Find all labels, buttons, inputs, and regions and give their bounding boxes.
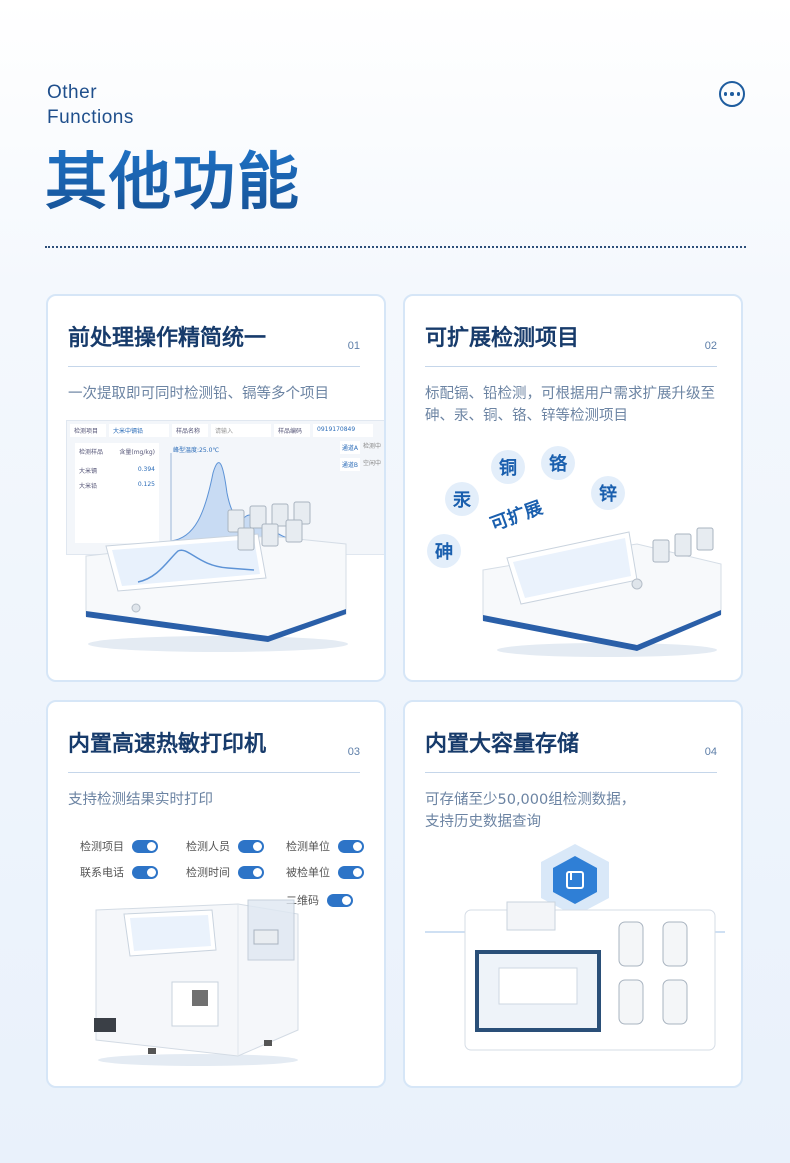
element-bubble-as: 砷 <box>427 534 461 568</box>
toggle-switch[interactable] <box>338 865 364 879</box>
channel-label: 通道A <box>339 441 360 454</box>
print-option-toggle[interactable]: 检测项目 <box>80 838 158 854</box>
element-bubble-hg: 汞 <box>445 482 479 516</box>
card-title: 前处理操作精简统一 <box>68 326 267 351</box>
printer-device <box>94 899 299 1066</box>
element-bubble-zn: 锌 <box>591 476 625 510</box>
col-header: 含量(mg/kg) <box>119 449 155 456</box>
print-option-toggle[interactable]: 检测单位 <box>286 838 364 854</box>
card-title: 可扩展检测项目 <box>425 326 580 351</box>
card-divider <box>68 366 360 367</box>
row-name: 大米铅 <box>79 483 98 490</box>
feature-card-4: 内置大容量存储 04 可存储至少50,000组检测数据， 支持历史数据查询 <box>403 700 743 1088</box>
col-header: 检测样品 <box>79 449 104 456</box>
field-label: 样品编码 <box>274 424 310 437</box>
toggle-label: 检测单位 <box>286 840 330 853</box>
toggle-switch[interactable] <box>132 839 158 853</box>
channel-label: 通道B <box>339 458 360 471</box>
english-subtitle: Other Functions <box>47 80 134 130</box>
feature-card-1: 前处理操作精简统一 01 一次提取即可同时检测铅、镉等多个项目 检测项目 大米中… <box>46 294 386 682</box>
field-label: 检测项目 <box>70 424 106 437</box>
toggle-switch[interactable] <box>238 839 264 853</box>
row-value: 0.394 <box>137 466 155 473</box>
toggle-label: 检测时间 <box>186 866 230 879</box>
field-value: 0919170849 <box>313 424 373 437</box>
field-value: 请输入 <box>211 424 271 437</box>
card-divider <box>68 772 360 773</box>
feature-card-2: 可扩展检测项目 02 标配镉、铅检测，可根据用户需求扩展升级至砷、汞、铜、铬、锌… <box>403 294 743 682</box>
card-number: 04 <box>704 746 717 758</box>
toggle-label: 检测项目 <box>80 840 124 853</box>
row-name: 大米镉 <box>79 468 98 475</box>
channel-status: 空闲中 <box>362 460 381 467</box>
toggle-switch[interactable] <box>338 839 364 853</box>
dotted-divider <box>45 246 746 248</box>
desc-line: 可存储至少50,000组检测数据， <box>425 792 636 808</box>
print-option-toggle[interactable]: 检测时间 <box>186 864 264 880</box>
toggle-switch[interactable] <box>238 865 264 879</box>
chart-label: 峰型温度:25.0℃ <box>173 447 220 454</box>
storage-device-topview <box>425 901 725 1051</box>
toggle-label: 联系电话 <box>80 866 124 879</box>
card-divider <box>425 366 717 367</box>
field-label: 样品名称 <box>172 424 208 437</box>
instrument-device <box>482 527 722 657</box>
card-description: 可存储至少50,000组检测数据， 支持历史数据查询 <box>425 789 721 833</box>
toggle-switch[interactable] <box>132 865 158 879</box>
more-dots-icon[interactable] <box>719 81 745 107</box>
card-title: 内置大容量存储 <box>425 732 580 757</box>
page-title: 其他功能 <box>45 142 301 222</box>
card-description: 标配镉、铅检测，可根据用户需求扩展升级至砷、汞、铜、铬、锌等检测项目 <box>425 386 715 424</box>
channel-status: 检测中 <box>362 443 381 450</box>
field-value: 大米中镉铅 <box>109 424 169 437</box>
english-line-2: Functions <box>47 107 134 128</box>
english-line-1: Other <box>47 82 98 103</box>
card-title: 内置高速热敏打印机 <box>68 732 267 757</box>
toggle-label: 检测人员 <box>186 840 230 853</box>
storage-box-icon <box>541 844 609 916</box>
print-option-toggle[interactable]: 联系电话 <box>80 864 158 880</box>
toggle-switch[interactable] <box>327 893 353 907</box>
card-number: 03 <box>347 746 360 758</box>
card-description: 支持检测结果实时打印 <box>68 792 213 808</box>
instrument-device <box>85 501 348 652</box>
print-option-toggle[interactable]: 被检单位 <box>286 864 364 880</box>
element-bubble-cu: 铜 <box>491 450 525 484</box>
card-divider <box>425 772 717 773</box>
result-table: 检测样品 含量(mg/kg) 大米镉 0.394 大米铅 0.125 <box>75 443 159 543</box>
print-option-toggle[interactable]: 检测人员 <box>186 838 264 854</box>
element-bubble-cr: 铬 <box>541 446 575 480</box>
desc-line: 支持历史数据查询 <box>425 814 541 830</box>
toggle-label: 被检单位 <box>286 866 330 879</box>
feature-card-3: 内置高速热敏打印机 03 支持检测结果实时打印 检测项目 检测人员 检测单位 联… <box>46 700 386 1088</box>
card-description: 一次提取即可同时检测铅、镉等多个项目 <box>68 386 329 402</box>
card-number: 02 <box>704 340 717 352</box>
card-number: 01 <box>347 340 360 352</box>
row-value: 0.125 <box>137 481 155 488</box>
